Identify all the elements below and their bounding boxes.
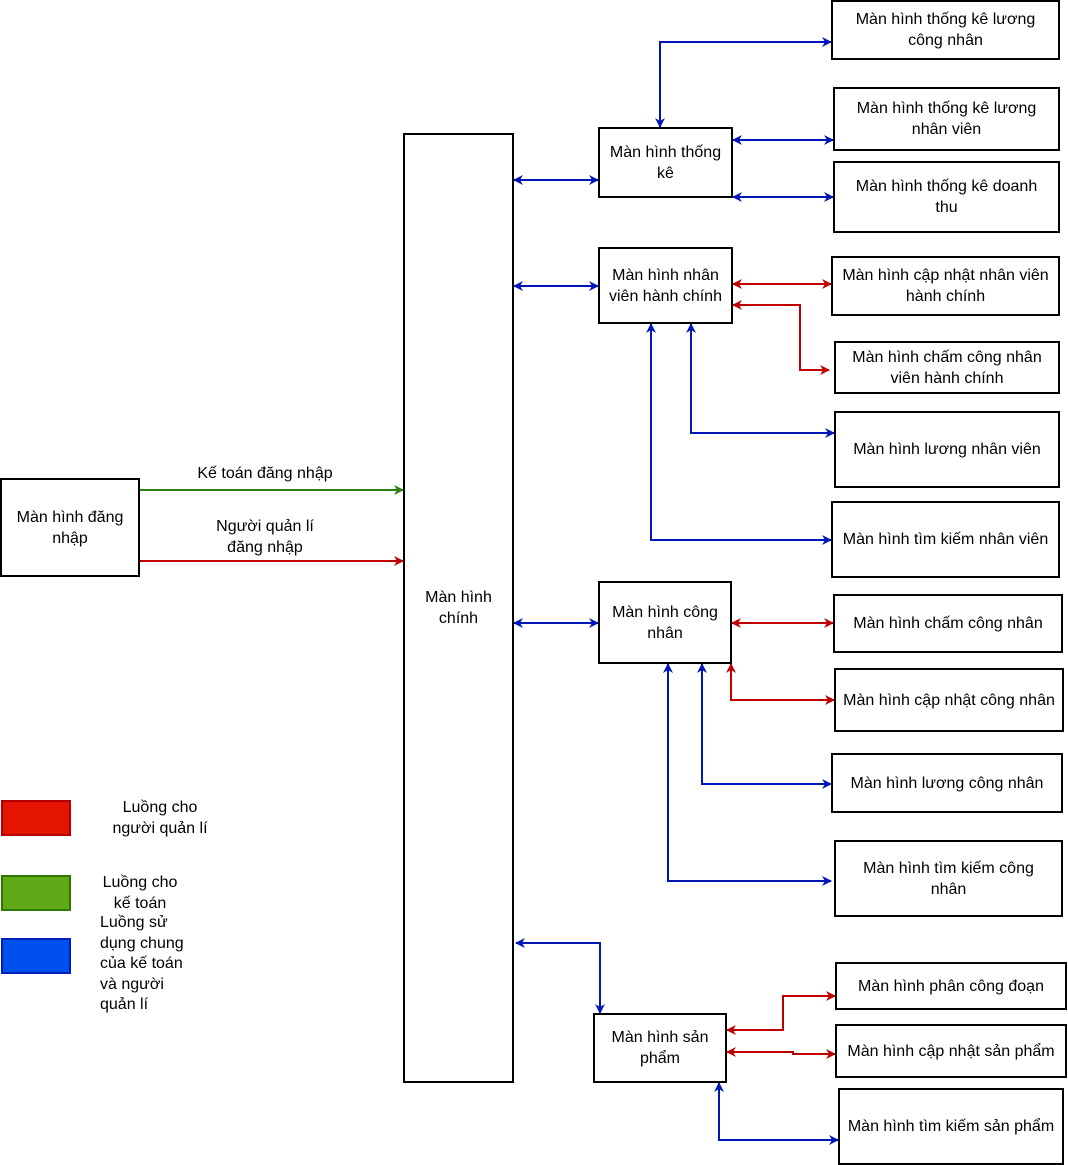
stats-staff-salary-node: Màn hình thống kê lương nhân viên — [833, 87, 1060, 151]
admin-staff-screen-node: Màn hình nhân viên hành chính — [598, 247, 733, 324]
attendance-worker-node: Màn hình chấm công nhân — [833, 594, 1063, 653]
legend-swatch-red — [1, 800, 71, 836]
search-worker-node: Màn hình tìm kiếm công nhân — [834, 840, 1063, 917]
stats-worker-salary-node: Màn hình thống kê lương công nhân — [831, 0, 1060, 60]
legend-label-accountant: Luồng cho kế toán — [102, 874, 178, 912]
worker-salary-arrow — [697, 663, 832, 789]
update-admin-staff-node: Màn hình cập nhật nhân viên hành chính — [831, 256, 1060, 316]
stats-screen-node: Màn hình thống kê — [598, 127, 733, 198]
main-product-arrow — [515, 938, 605, 1014]
legend-swatch-green — [1, 875, 71, 911]
product-update-arrow — [726, 1047, 836, 1059]
update-product-node: Màn hình cập nhật sản phẩm — [835, 1024, 1067, 1078]
legend-swatch-blue — [1, 938, 71, 974]
worker-update-arrow — [726, 663, 835, 705]
search-product-node: Màn hình tìm kiếm sản phẩm — [838, 1088, 1064, 1165]
product-search-arrow — [714, 1082, 839, 1145]
worker-screen-node: Màn hình công nhân — [598, 581, 732, 664]
product-assign-arrow — [726, 991, 836, 1035]
accountant-login-label: Kế toán đăng nhập — [197, 465, 333, 482]
stats-revenue-node: Màn hình thống kê doanh thu — [833, 161, 1060, 233]
manager-login-label: Người quản lí đăng nhập — [216, 518, 314, 556]
login-screen-node: Màn hình đăng nhập — [0, 478, 140, 577]
product-screen-node: Màn hình sản phẩm — [593, 1013, 727, 1083]
main-screen-node: Màn hình chính — [403, 133, 514, 1083]
assign-stage-node: Màn hình phân công đoạn — [835, 962, 1067, 1010]
legend-label-shared: Luồng sử dụng chung của kế toán và người… — [100, 914, 184, 1013]
attendance-admin-staff-node: Màn hình chấm công nhân viên hành chính — [834, 341, 1060, 394]
search-staff-node: Màn hình tìm kiếm nhân viên — [831, 501, 1060, 578]
update-worker-node: Màn hình cập nhật công nhân — [834, 668, 1064, 732]
stats-worker-salary-arrow — [655, 37, 832, 128]
admin-search-arrow — [646, 323, 832, 545]
legend-label-manager: Luồng cho người quản lí — [112, 799, 208, 837]
worker-search-arrow — [663, 663, 832, 886]
admin-salary-arrow — [686, 323, 835, 438]
staff-salary-node: Màn hình lương nhân viên — [834, 411, 1060, 488]
worker-salary-node: Màn hình lương công nhân — [831, 753, 1063, 813]
admin-attendance-arrow — [732, 300, 830, 375]
